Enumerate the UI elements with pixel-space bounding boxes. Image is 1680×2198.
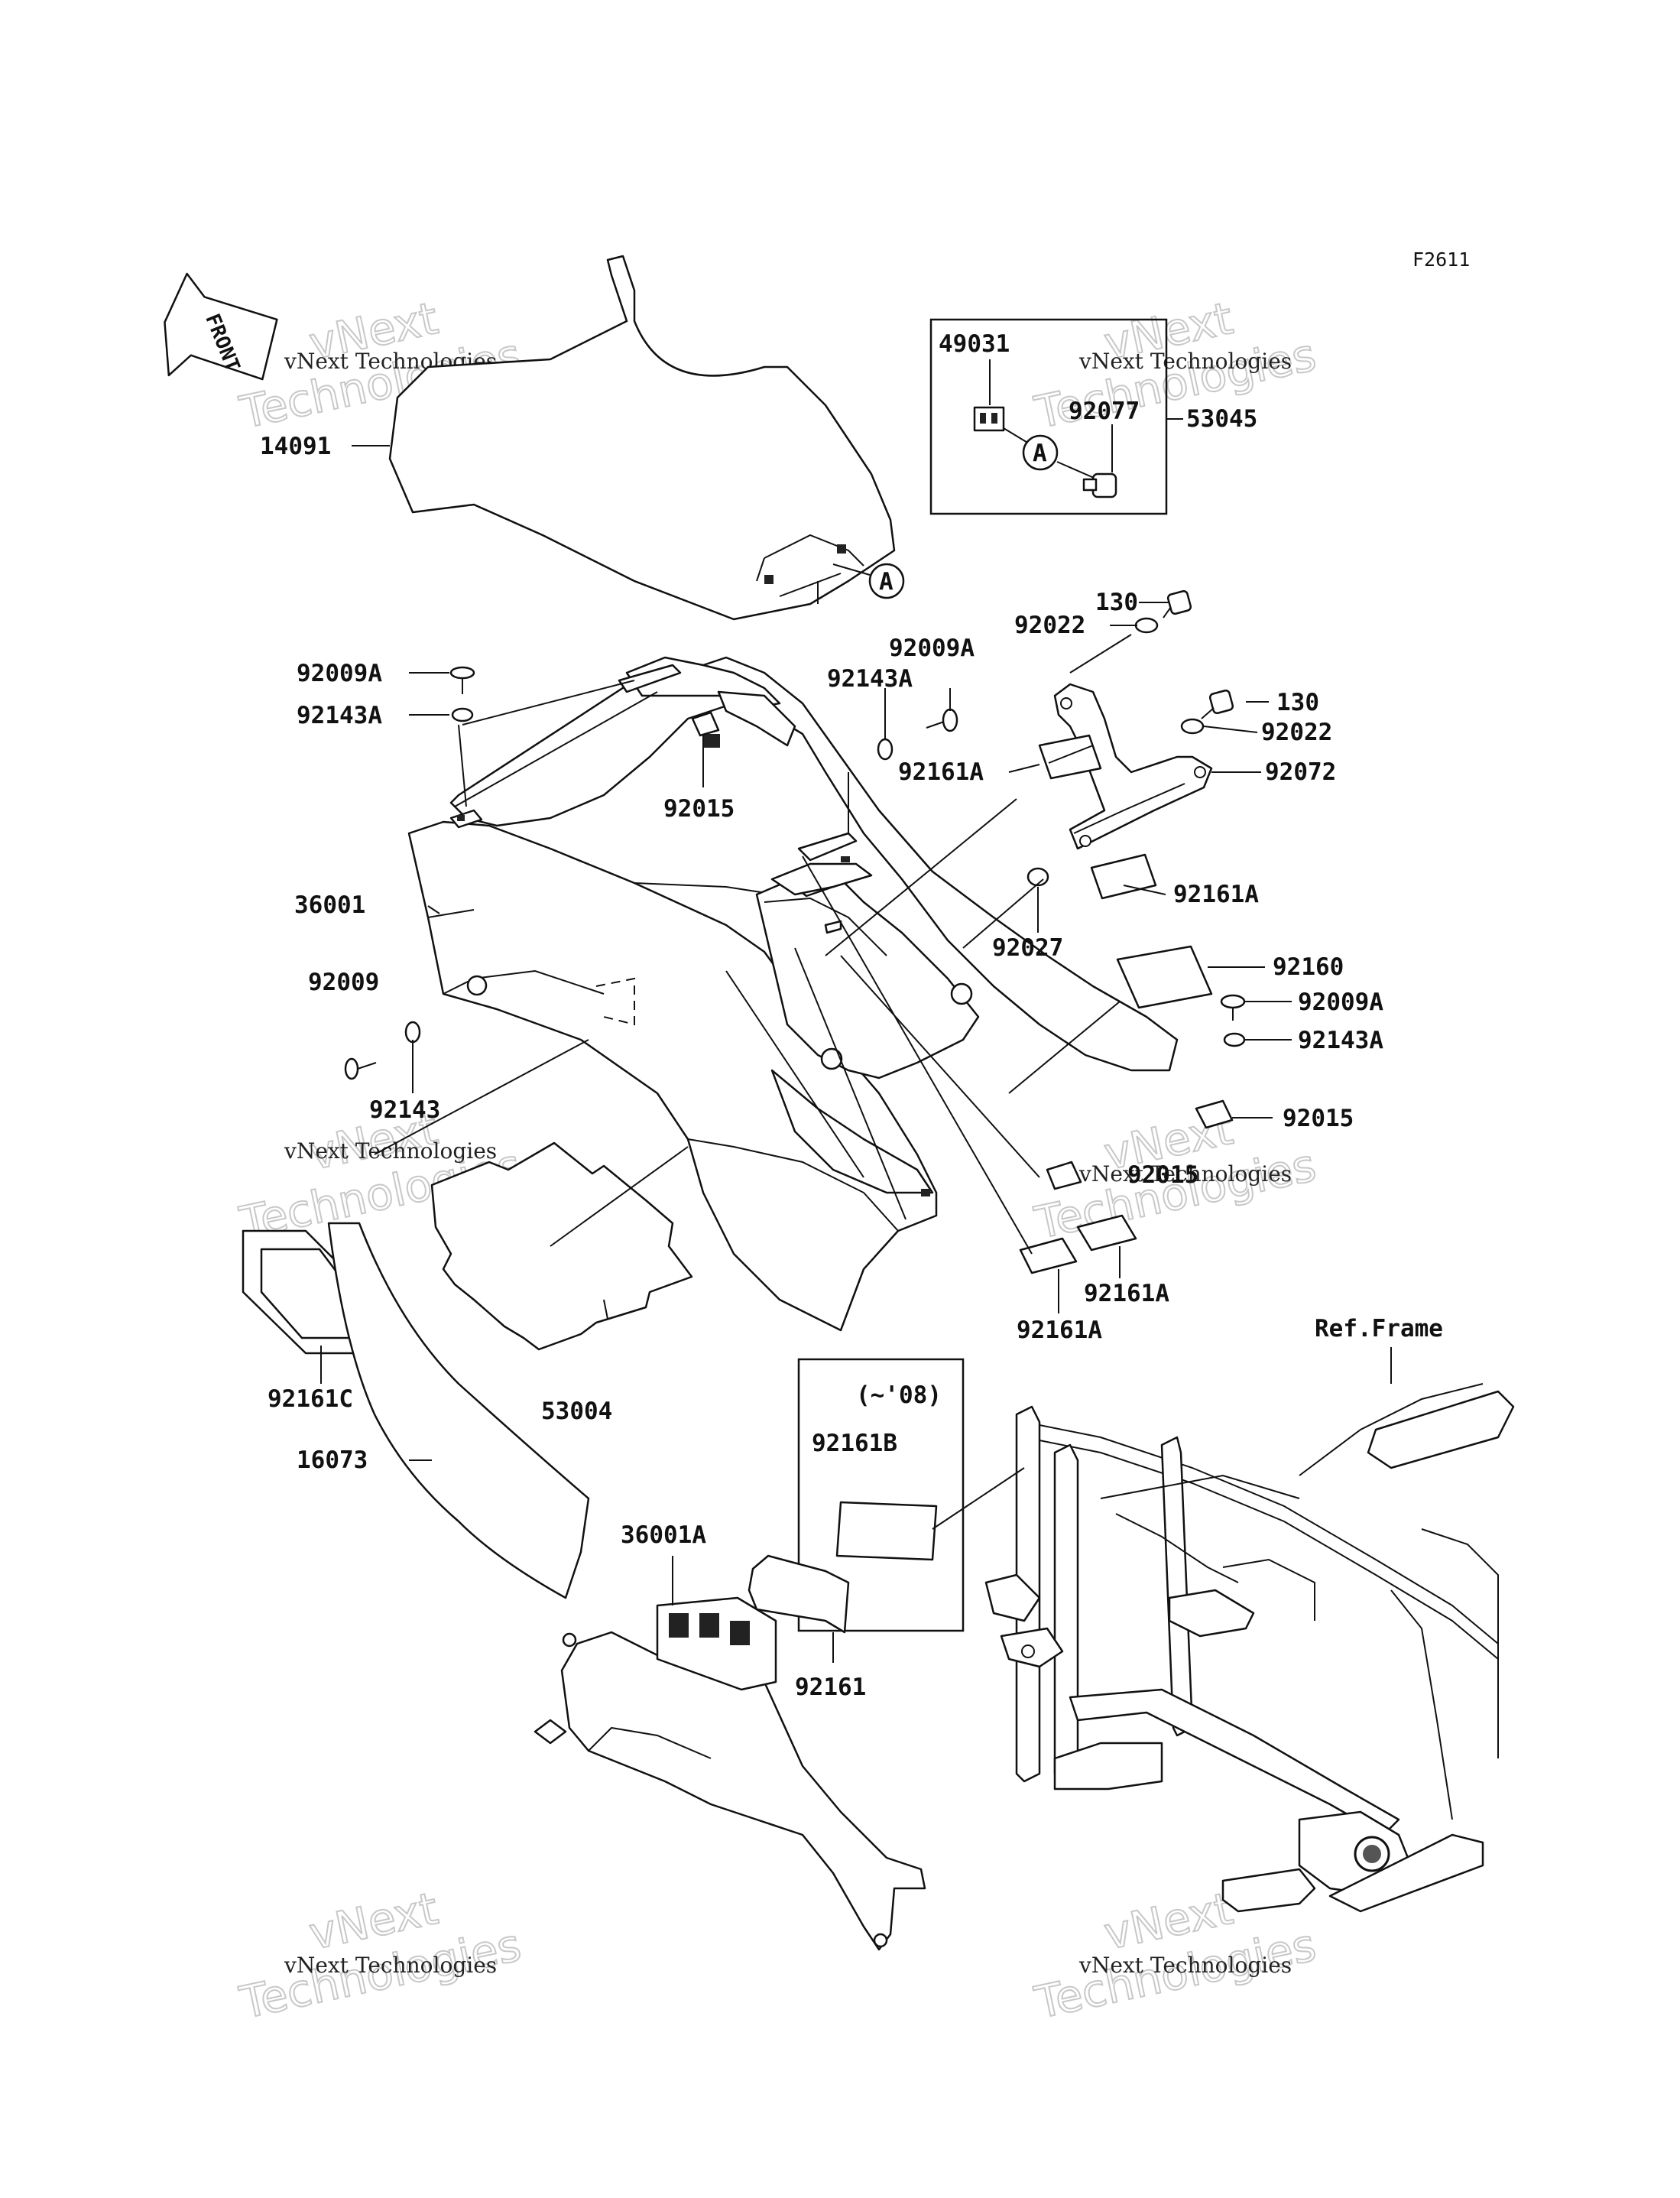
figure-code: F2611	[1412, 248, 1470, 271]
label-92015-right: 92015	[1283, 1105, 1354, 1132]
label-92143: 92143	[369, 1096, 440, 1124]
top-bracket	[449, 664, 682, 829]
lower-cover-36001A	[534, 1596, 926, 1951]
callout-a-cover: A	[832, 563, 905, 599]
label-92143A-mid: 92143A	[827, 665, 913, 693]
label-53004: 53004	[541, 1398, 612, 1425]
label-92015-top: 92015	[663, 795, 735, 823]
label-92143A-left: 92143A	[297, 702, 382, 729]
label-130-top: 130	[1095, 589, 1138, 616]
svg-text:A: A	[879, 568, 894, 596]
svg-text:vNext Technologies: vNext Technologies	[284, 1953, 497, 1978]
label-92161C: 92161C	[268, 1385, 353, 1413]
label-92009A-right: 92009A	[1298, 989, 1383, 1016]
watermark-bottom-left: vNext Technologies vNext Technologies	[235, 1881, 527, 2030]
grommet-92027-icon	[1026, 867, 1049, 887]
label-53045: 53045	[1186, 405, 1257, 433]
pad-92161A-1	[1038, 734, 1102, 780]
label-92072: 92072	[1265, 758, 1336, 786]
label-92161A-4: 92161A	[1017, 1317, 1102, 1344]
label-ref-frame: Ref.Frame	[1315, 1315, 1443, 1343]
pad-92161	[748, 1554, 850, 1634]
label-130-mid: 130	[1276, 689, 1319, 716]
label-years-note: (~'08)	[856, 1381, 942, 1409]
part-labels: 14091 49031 92077 53045 130 92022 92009A…	[260, 330, 1443, 1701]
leader-lines	[320, 445, 1392, 1663]
label-36001: 36001	[294, 891, 365, 919]
label-36001A: 36001A	[621, 1521, 706, 1549]
screw-92009A-right-icon	[1220, 994, 1246, 1047]
front-arrow-icon: FRONT	[164, 272, 278, 381]
label-92143A-right: 92143A	[1298, 1027, 1383, 1054]
label-92161B: 92161B	[812, 1430, 897, 1457]
bolt-130-top-icon	[1134, 589, 1192, 634]
pad-92161A-2	[1090, 853, 1157, 900]
pad-92161A-3	[1019, 1237, 1078, 1274]
pad-92160	[1116, 945, 1213, 1009]
side-cover-36001	[407, 820, 938, 1332]
label-92161: 92161	[795, 1674, 866, 1701]
insulator-53004	[430, 1141, 693, 1351]
svg-text:vNext Technologies: vNext Technologies	[1078, 1161, 1292, 1187]
label-92027: 92027	[992, 934, 1063, 962]
svg-text:vNext Technologies: vNext Technologies	[284, 1138, 497, 1164]
label-92077: 92077	[1069, 398, 1140, 425]
label-92022-top: 92022	[1014, 612, 1085, 639]
clip-nut-92015-low-icon	[1046, 1161, 1082, 1190]
strip-16073	[327, 1222, 590, 1599]
svg-text:vNext Technologies: vNext Technologies	[1078, 1953, 1292, 1978]
label-92009A-left: 92009A	[297, 660, 382, 687]
label-49031: 49031	[939, 330, 1010, 358]
clip-nut-92015-right-icon	[1195, 1099, 1234, 1129]
label-14091: 14091	[260, 433, 331, 460]
screw-92009A-mid-icon	[877, 708, 958, 761]
svg-text:A: A	[1033, 440, 1047, 467]
label-92022-mid: 92022	[1261, 719, 1332, 746]
kit-box-53045: A	[929, 318, 1183, 515]
reference-frame	[984, 1383, 1515, 1913]
box-92161B	[797, 1358, 965, 1632]
label-16073: 16073	[297, 1446, 368, 1474]
upper-cover-14091	[388, 255, 896, 621]
bolt-130-mid-icon	[1180, 689, 1234, 735]
screw-92009A-left-icon	[449, 666, 475, 722]
label-92161A-2: 92161A	[1173, 881, 1259, 908]
label-92161A-1: 92161A	[898, 758, 984, 786]
pad-92161A-4	[1076, 1214, 1137, 1252]
screw-92009-icon	[344, 1021, 421, 1080]
label-92009: 92009	[308, 969, 379, 996]
label-92161A-3: 92161A	[1084, 1280, 1169, 1307]
svg-text:vNext Technologies: vNext Technologies	[1078, 349, 1292, 374]
label-92009A-mid: 92009A	[889, 635, 975, 662]
clip-nut-92015-top-icon	[691, 711, 720, 737]
label-92015-low: 92015	[1127, 1161, 1198, 1189]
label-92160: 92160	[1273, 953, 1344, 981]
